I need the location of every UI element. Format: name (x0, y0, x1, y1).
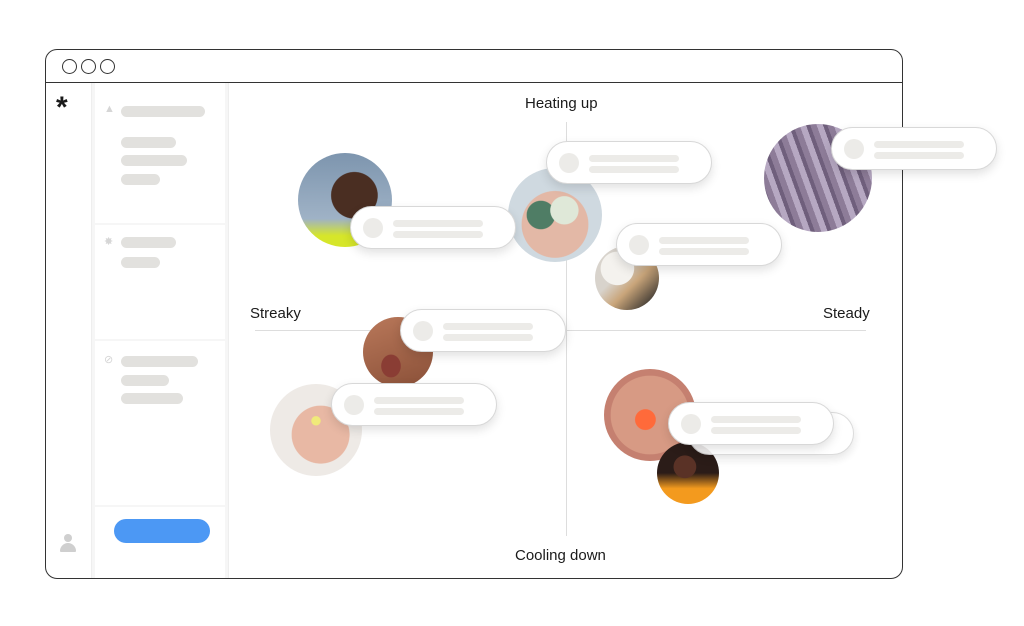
maximize-button[interactable] (100, 59, 115, 74)
minimize-button[interactable] (81, 59, 96, 74)
trend-card[interactable] (668, 402, 834, 445)
axis-label-left: Streaky (250, 305, 301, 322)
trend-card[interactable] (350, 206, 516, 249)
trend-card[interactable] (400, 309, 566, 352)
trend-card[interactable] (546, 141, 712, 184)
title-bar (46, 50, 902, 83)
trend-card[interactable] (331, 383, 497, 426)
trend-card[interactable] (616, 223, 782, 266)
triangle-icon: ▲ (104, 103, 115, 115)
app-window: * ▲ ✸ ⊘ (45, 49, 903, 579)
star-icon: ✸ (104, 236, 114, 248)
primary-button[interactable] (114, 519, 210, 543)
vertical-axis (566, 122, 567, 536)
close-button[interactable] (62, 59, 77, 74)
sidebar-footer (95, 507, 225, 578)
sidebar-section-1[interactable]: ▲ (95, 83, 225, 223)
sidebar-section-2[interactable]: ✸ (95, 225, 225, 339)
sidebar: ▲ ✸ ⊘ (91, 83, 229, 578)
axis-label-bottom: Cooling down (515, 547, 606, 564)
logo-asterisk-icon[interactable]: * (56, 91, 68, 124)
icon-rail: * (46, 83, 91, 578)
leaf-icon: ⊘ (104, 354, 114, 366)
sidebar-section-3[interactable]: ⊘ (95, 341, 225, 505)
axis-label-right: Steady (823, 305, 870, 322)
trend-card[interactable] (831, 127, 997, 170)
axis-label-top: Heating up (525, 95, 598, 112)
user-icon[interactable] (59, 534, 77, 554)
